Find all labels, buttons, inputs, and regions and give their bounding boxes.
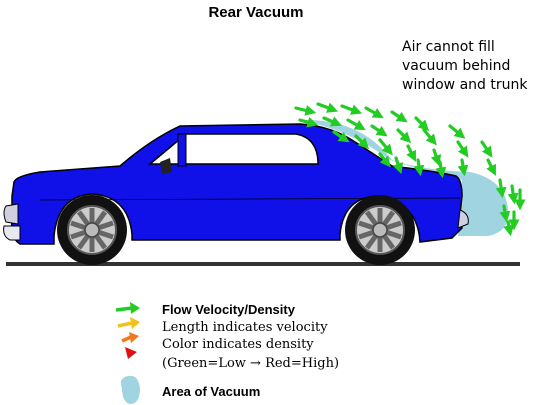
flow-arrow xyxy=(457,158,469,177)
legend-line-density: Color indicates density xyxy=(162,337,314,352)
legend-arrows xyxy=(115,302,140,359)
legend-vacuum-swatch xyxy=(120,375,140,404)
legend-line-scale: (Green=Low → Red=High) xyxy=(162,356,340,371)
rear-bumper xyxy=(457,209,469,229)
flow-arrow xyxy=(456,140,469,158)
legend-arrow-red xyxy=(125,347,137,359)
flow-arrow xyxy=(507,184,519,205)
flow-arrow xyxy=(332,130,350,143)
rear-wheel xyxy=(345,195,415,265)
flow-arrow xyxy=(316,102,339,113)
flow-arrow xyxy=(430,148,442,167)
flow-arrow xyxy=(364,106,384,119)
flow-arrow xyxy=(503,220,515,237)
legend-flow-label: Flow Velocity/Density xyxy=(162,302,295,317)
flow-arrow xyxy=(499,204,511,223)
front-wheel xyxy=(57,195,127,265)
flow-arrow xyxy=(486,158,496,176)
flow-arrow xyxy=(392,156,404,175)
flow-arrow xyxy=(378,152,391,168)
flow-arrow xyxy=(414,116,430,132)
legend-arrow-green xyxy=(115,302,140,314)
flow-arrow xyxy=(390,110,408,123)
flow-arrow xyxy=(448,124,466,139)
flow-arrow xyxy=(346,118,366,131)
flow-arrow xyxy=(495,178,507,199)
flow-arrow xyxy=(298,116,319,128)
flow-arrow xyxy=(370,124,388,137)
legend-arrow-yellow xyxy=(117,317,140,329)
side-window xyxy=(147,133,319,165)
window-pillar xyxy=(177,133,187,167)
vacuum-region xyxy=(300,119,509,236)
flow-arrows xyxy=(294,102,526,237)
flow-arrow xyxy=(396,128,412,144)
flow-arrow xyxy=(480,140,493,158)
flow-arrow xyxy=(406,144,416,162)
front-lower xyxy=(3,225,21,241)
ground-line xyxy=(6,262,520,266)
side-mirror xyxy=(160,158,172,174)
legend-arrow-orange xyxy=(121,332,139,343)
flow-arrow xyxy=(435,160,447,179)
legend-vacuum-label: Area of Vacuum xyxy=(162,384,261,399)
legend-line-velocity: Length indicates velocity xyxy=(162,320,328,335)
flow-arrow xyxy=(322,116,343,127)
vacuum-annotation: Air cannot fill vacuum behind window and… xyxy=(402,39,528,93)
flow-arrow xyxy=(354,134,370,150)
flow-arrow xyxy=(413,158,425,177)
front-bumper xyxy=(3,203,19,225)
car-body xyxy=(10,123,463,245)
flow-arrow xyxy=(422,128,437,146)
diagram-title: Rear Vacuum xyxy=(208,4,304,21)
flow-arrow xyxy=(378,138,393,156)
flow-arrow xyxy=(294,105,317,116)
flow-arrow xyxy=(340,104,363,115)
